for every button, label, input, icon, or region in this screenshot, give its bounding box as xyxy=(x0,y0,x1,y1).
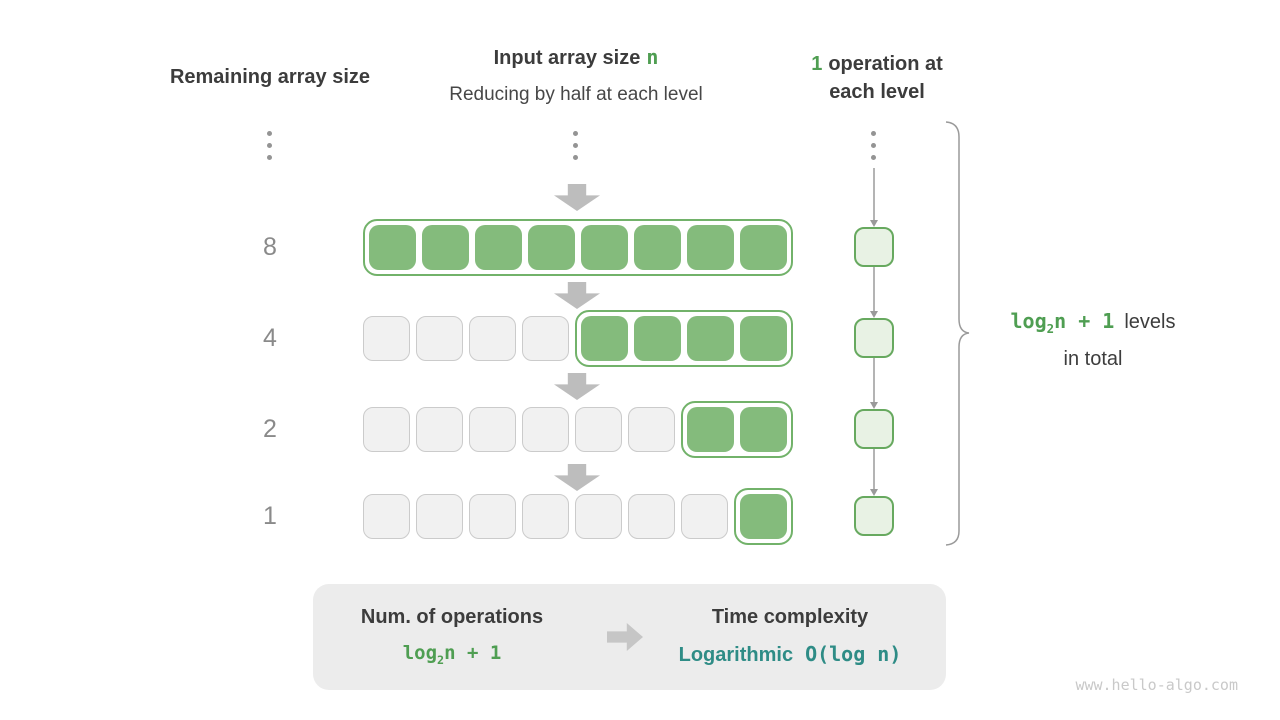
operation-box xyxy=(854,409,894,449)
summary-operations-title: Num. of operations xyxy=(360,606,544,628)
active-cell-group xyxy=(734,488,793,545)
down-arrow-icon xyxy=(554,282,600,309)
summary-complexity: Time complexity Logarithmic O(log n) xyxy=(645,606,935,667)
column-header-remaining-size: Remaining array size xyxy=(120,64,420,90)
array-cell-inactive xyxy=(469,316,516,361)
array-cell-active xyxy=(740,407,787,452)
levels-brace-line2: in total xyxy=(1063,348,1123,370)
array-cell-inactive xyxy=(681,494,728,539)
array-cell-inactive xyxy=(363,316,410,361)
ellipsis-operation-column xyxy=(871,131,876,160)
input-array-subtitle: Reducing by half at each level xyxy=(449,84,703,105)
array-cell-inactive xyxy=(416,316,463,361)
levels-brace-label: log2n + 1 levels in total xyxy=(988,306,1198,374)
array-cell-active xyxy=(687,316,734,361)
array-cell-active xyxy=(687,407,734,452)
array-cell-active xyxy=(740,225,787,270)
active-cell-group xyxy=(363,219,793,276)
array-row xyxy=(363,310,793,367)
array-cell-active xyxy=(740,316,787,361)
operations-title-var: 1 xyxy=(811,53,823,75)
array-cell-inactive xyxy=(522,494,569,539)
array-cell-active xyxy=(740,494,787,539)
remaining-size-title: Remaining array size xyxy=(169,66,371,88)
levels-brace-line1: log2n + 1 levels xyxy=(988,306,1198,344)
array-cell-inactive xyxy=(363,407,410,452)
summary-complexity-title: Time complexity xyxy=(711,606,869,628)
active-cell-group xyxy=(575,310,793,367)
levels-suffix: levels xyxy=(1124,311,1176,333)
operation-box xyxy=(854,227,894,267)
down-arrow-icon xyxy=(554,184,600,211)
ellipsis-remaining-column xyxy=(267,131,272,160)
array-row xyxy=(363,219,793,276)
watermark: www.hello-algo.com xyxy=(1075,676,1238,694)
array-cell-active xyxy=(634,225,681,270)
input-array-title-var: n xyxy=(646,45,659,69)
row-label: 4 xyxy=(263,324,277,352)
operations-title-text: operation at xyxy=(828,53,943,75)
summary-operations: Num. of operations log2n + 1 xyxy=(332,606,572,667)
complexity-class-word: Logarithmic xyxy=(678,644,794,666)
down-arrow-icon xyxy=(554,373,600,400)
array-cell-inactive xyxy=(469,407,516,452)
complexity-notation: O(log n) xyxy=(805,642,902,666)
summary-complexity-value: Logarithmic O(log n) xyxy=(645,642,935,667)
array-cell-active xyxy=(369,225,416,270)
input-array-title-text: Input array size xyxy=(493,47,641,69)
array-cell-active xyxy=(634,316,681,361)
array-cell-inactive xyxy=(575,407,622,452)
array-cell-active xyxy=(687,225,734,270)
levels-brace xyxy=(945,121,970,546)
row-label: 2 xyxy=(263,415,277,443)
array-cell-active xyxy=(528,225,575,270)
operation-box xyxy=(854,496,894,536)
array-cell-inactive xyxy=(363,494,410,539)
array-cell-inactive xyxy=(416,494,463,539)
array-cell-inactive xyxy=(575,494,622,539)
array-cell-inactive xyxy=(522,316,569,361)
array-cell-inactive xyxy=(628,494,675,539)
array-row xyxy=(363,401,793,458)
array-cell-active xyxy=(422,225,469,270)
operation-box xyxy=(854,318,894,358)
array-row xyxy=(363,488,793,545)
summary-operations-formula: log2n + 1 xyxy=(402,642,502,667)
array-cell-active xyxy=(581,225,628,270)
active-cell-group xyxy=(681,401,793,458)
array-cell-inactive xyxy=(469,494,516,539)
array-cell-inactive xyxy=(416,407,463,452)
down-arrow-icon xyxy=(554,464,600,491)
levels-formula: log2n + 1 xyxy=(1010,309,1115,336)
ellipsis-array-column xyxy=(573,131,578,160)
array-cell-inactive xyxy=(628,407,675,452)
row-label: 8 xyxy=(263,233,277,261)
array-cell-active xyxy=(475,225,522,270)
array-cell-inactive xyxy=(522,407,569,452)
operations-title-line2: each level xyxy=(829,81,925,103)
array-cell-active xyxy=(581,316,628,361)
row-label: 1 xyxy=(263,502,277,530)
